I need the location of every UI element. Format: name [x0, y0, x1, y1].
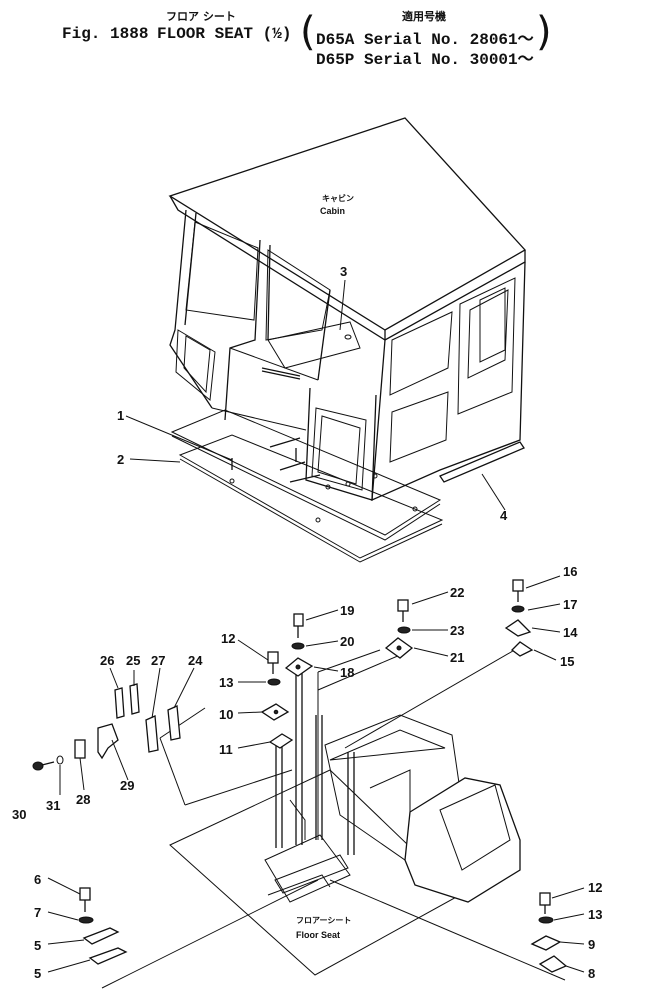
callout-3: 3: [340, 264, 347, 279]
callout-16: 16: [563, 564, 577, 579]
callout-15: 15: [560, 654, 574, 669]
callout-23: 23: [450, 623, 464, 638]
callout-13a: 13: [219, 675, 233, 690]
callout-6: 6: [34, 872, 41, 887]
strip-part-4: [439, 441, 525, 483]
callout-14: 14: [563, 625, 578, 640]
title-japanese: フロア シート: [166, 10, 236, 23]
leader-lines: [47, 279, 585, 973]
callout-7: 7: [34, 905, 41, 920]
callout-24: 24: [188, 653, 203, 668]
callout-1: 1: [117, 408, 124, 423]
callout-27: 27: [151, 653, 165, 668]
callout-20: 20: [340, 634, 354, 649]
callout-28: 28: [76, 792, 90, 807]
cabin-label: Cabin: [320, 206, 345, 216]
callout-5b: 5: [34, 966, 41, 981]
cabin-drawing: [168, 117, 527, 502]
bracket-right: ): [536, 9, 552, 55]
callout-10: 10: [219, 707, 233, 722]
callout-5a: 5: [34, 938, 41, 953]
bracket-left: (: [300, 9, 316, 55]
callout-21: 21: [450, 650, 464, 665]
figure-title: FLOOR SEAT (½): [157, 25, 292, 43]
floor-seat-label: Floor Seat: [296, 930, 340, 940]
callout-25: 25: [126, 653, 140, 668]
figure-number: Fig. 1888: [62, 25, 149, 43]
floor-seat-label-japanese: フロアーシート: [296, 916, 351, 925]
callout-8: 8: [588, 966, 595, 981]
callout-31: 31: [46, 798, 60, 813]
callout-19: 19: [340, 603, 354, 618]
callout-12a: 12: [221, 631, 235, 646]
applicable-japanese: 適用号機: [402, 10, 446, 23]
callout-9: 9: [588, 937, 595, 952]
callout-2: 2: [117, 452, 124, 467]
callout-17: 17: [563, 597, 577, 612]
callout-29: 29: [120, 778, 134, 793]
callout-26: 26: [100, 653, 114, 668]
small-parts: [32, 579, 568, 973]
callout-22: 22: [450, 585, 464, 600]
callout-numbers: 1 2 3 4 5 5 6 7 8 9 10 11 12 12 13 13 14…: [12, 264, 602, 981]
callout-12b: 12: [588, 880, 602, 895]
serial-d65p: D65P Serial No. 30001～: [316, 51, 534, 69]
callout-30: 30: [12, 807, 26, 822]
floor-plates: [170, 409, 444, 563]
seat-assembly: [101, 647, 566, 989]
cabin-label-japanese: キャビン: [322, 193, 354, 203]
callout-4: 4: [500, 508, 508, 523]
callout-13b: 13: [588, 907, 602, 922]
callout-11: 11: [219, 742, 233, 757]
callout-18: 18: [340, 665, 354, 680]
serial-d65a: D65A Serial No. 28061～: [316, 31, 534, 49]
